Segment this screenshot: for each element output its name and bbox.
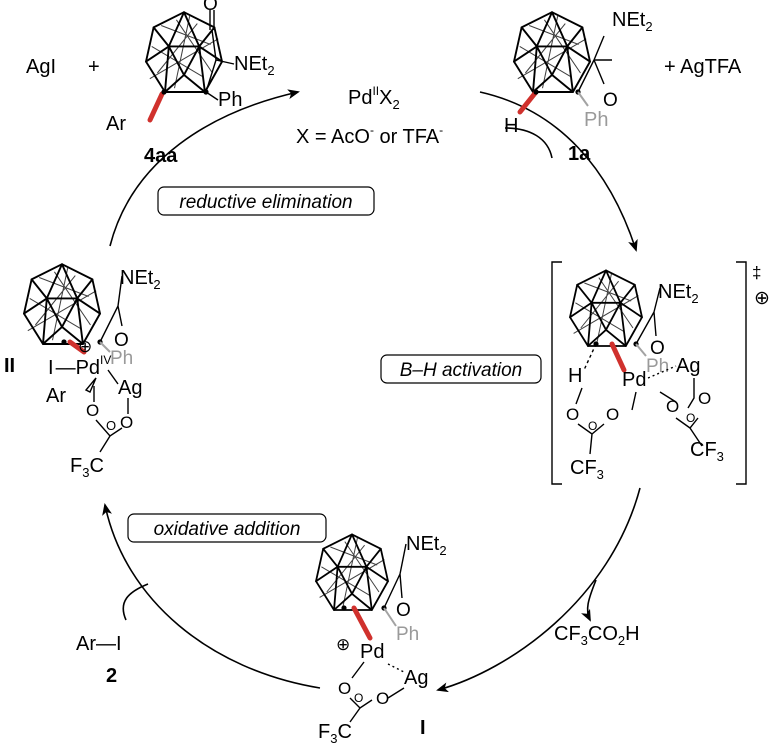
net2-label: NEt2: [120, 267, 161, 292]
oxygen-label: O: [606, 405, 619, 424]
ar-label: Ar: [106, 113, 126, 135]
oxygen-label: O: [86, 401, 99, 420]
ag-label: Ag: [676, 355, 700, 377]
oxygen-label: O: [666, 397, 679, 416]
pd-label: Pd: [622, 369, 646, 391]
compound-4aa-label: 4aa: [144, 145, 178, 167]
arrow-ar-i-entering: [122, 583, 149, 621]
step-label-reductive: reductive elimination: [157, 186, 375, 216]
step-label-oxidative: oxidative addition: [127, 513, 327, 543]
net2-label: NEt2: [234, 53, 275, 78]
f3c-label: F3C: [318, 721, 352, 743]
compound-1a-label: 1a: [568, 143, 591, 165]
ag-label: Ag: [404, 667, 428, 689]
compound-2-label: 2: [106, 665, 117, 687]
arrow-to-b-h-activation: [479, 91, 638, 252]
oplus-label: ⊕: [78, 337, 92, 356]
oxygen-label: O: [354, 691, 363, 705]
cf3co2h-label: CF3CO2H: [554, 623, 640, 648]
net2-label: NEt2: [406, 533, 447, 558]
intermediate-I-group: NEt2 O Ph ⊕ Pd Ag O O O F3C I: [315, 533, 447, 743]
pd-ii-x2-label: PdIIX2: [348, 84, 400, 112]
oxygen-label: O: [203, 0, 218, 15]
arrow-to-pd-catalyst: [109, 89, 300, 247]
reductive-elimination-label: reductive elimination: [179, 192, 352, 213]
plus-sign: +: [88, 56, 100, 78]
oxygen-label: O: [114, 330, 129, 351]
f3c-label: F3C: [70, 455, 104, 480]
ph-label: Ph: [584, 109, 608, 131]
ar-i-label: Ar—I: [76, 633, 122, 655]
aryl-iodide-2-group: Ar—I 2: [76, 633, 122, 687]
net2-label: NEt2: [658, 281, 699, 306]
pd-label: Pd: [360, 641, 384, 663]
transition-state-group: ‡ ⊕ NEt2 O Ph H Pd Ag O O O O O O CF3 CF…: [551, 261, 770, 485]
net2-label: NEt2: [612, 9, 653, 34]
b-h-activation-label: B–H activation: [400, 360, 523, 381]
oplus-label: ⊕: [336, 635, 350, 654]
oxygen-label: O: [120, 413, 133, 432]
h-label: H: [568, 365, 582, 387]
intermediate-II-group: NEt2 O Ph ⊕ I—PdIV II Ar Ag O O O F3C: [4, 263, 161, 480]
oxygen-label: O: [686, 411, 695, 425]
ag-label: Ag: [118, 377, 142, 399]
arrow-1a-entering: [504, 127, 553, 159]
pd-catalyst-group: PdIIX2 X = AcO- or TFA-: [296, 84, 443, 148]
roman-II-label: II: [4, 355, 15, 377]
ar-label: Ar: [46, 385, 66, 407]
ph-label: Ph: [110, 348, 133, 369]
oxygen-label: O: [650, 338, 665, 359]
arrow-to-intermediate-I: [436, 487, 641, 693]
ph-label: Ph: [218, 89, 242, 111]
oxygen-label: O: [603, 90, 618, 111]
i-pd-label: I—PdIV: [48, 353, 111, 379]
ph-label: Ph: [396, 624, 419, 645]
arrow-to-intermediate-II: [102, 503, 321, 689]
oxygen-label: O: [566, 405, 579, 424]
substrate-1a-group: H NEt2 O Ph + AgTFA 1a: [504, 9, 742, 165]
agi-label: AgI: [26, 56, 56, 78]
cf3-label: CF3: [690, 439, 724, 464]
h-label: H: [504, 115, 518, 137]
oxygen-label: O: [338, 679, 351, 698]
x-definition-label: X = AcO- or TFA-: [296, 123, 443, 148]
oxygen-label: O: [396, 600, 411, 621]
oxygen-label: O: [698, 389, 711, 408]
dagger-label: ‡: [752, 263, 761, 282]
oplus-label: ⊕: [754, 288, 770, 309]
cf3-label: CF3: [570, 457, 604, 482]
cycle-arrows: [102, 89, 641, 693]
roman-I-label: I: [420, 717, 426, 739]
arrow-cf3co2h-leaving: [581, 579, 597, 622]
oxygen-label: O: [376, 689, 389, 708]
oxygen-label: O: [106, 418, 116, 433]
oxygen-label: O: [588, 419, 597, 433]
oxidative-addition-label: oxidative addition: [154, 519, 301, 540]
product-4aa-group: AgI + O NEt2 Ph Ar 4aa: [26, 0, 275, 167]
agtfa-label: + AgTFA: [664, 56, 742, 78]
step-label-bh: B–H activation: [380, 354, 542, 384]
